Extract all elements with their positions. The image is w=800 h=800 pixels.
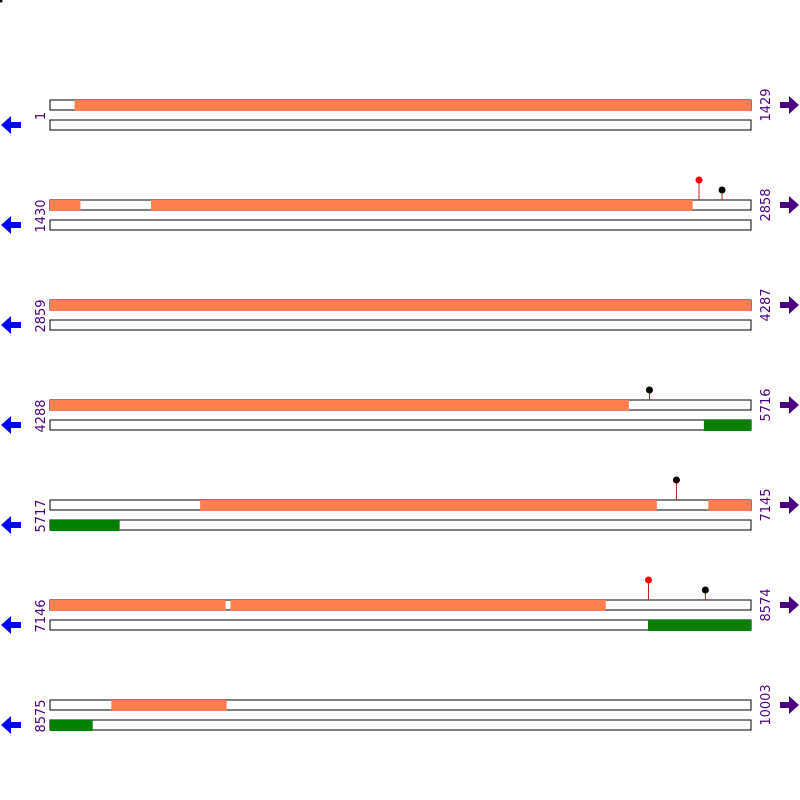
reverse-track (49, 719, 752, 731)
reverse-track (49, 519, 752, 531)
reverse-feature[interactable] (703, 420, 751, 431)
row-start-label: 1430 (34, 199, 49, 232)
row-start-label: 8575 (34, 699, 49, 732)
reverse-feature[interactable] (647, 620, 751, 631)
site-marker[interactable] (645, 386, 653, 394)
site-marker[interactable] (718, 186, 726, 194)
arrow-left-icon[interactable] (1, 716, 21, 734)
reverse-track (49, 119, 752, 131)
reverse-track (49, 419, 752, 431)
site-marker[interactable] (672, 476, 680, 484)
arrow-right-icon[interactable] (780, 196, 799, 214)
reverse-feature[interactable] (50, 520, 120, 531)
row-end-label: 5716 (759, 388, 774, 421)
forward-feature[interactable] (151, 200, 693, 211)
arrow-right-icon[interactable] (780, 396, 799, 414)
forward-feature[interactable] (230, 600, 606, 611)
arrow-left-icon[interactable] (1, 316, 21, 334)
sequence-row: 2859 4287 (1, 288, 799, 334)
reverse-feature[interactable] (50, 720, 93, 731)
row-end-label: 1429 (759, 88, 774, 121)
row-end-label: 4287 (759, 288, 774, 321)
forward-track (49, 699, 752, 711)
row-end-label: 7145 (759, 488, 774, 521)
corner-dot (0, 0, 3, 3)
reverse-track (49, 619, 752, 631)
forward-feature[interactable] (50, 200, 81, 211)
arrow-left-icon[interactable] (1, 216, 21, 234)
site-marker[interactable] (695, 176, 703, 184)
reverse-track (49, 319, 752, 331)
row-start-label: 4288 (34, 399, 49, 432)
sequence-row: 4288 5716 (1, 386, 799, 434)
arrow-left-icon[interactable] (1, 616, 21, 634)
forward-feature[interactable] (708, 500, 751, 511)
forward-feature[interactable] (50, 400, 629, 411)
forward-feature[interactable] (50, 300, 751, 311)
row-start-label: 5717 (34, 499, 49, 532)
arrow-right-icon[interactable] (780, 296, 799, 314)
site-marker[interactable] (644, 576, 652, 584)
row-start-label: 1 (34, 112, 49, 120)
sequence-row: 8575 10003 (1, 684, 799, 734)
forward-feature[interactable] (74, 100, 751, 111)
arrow-right-icon[interactable] (780, 596, 799, 614)
arrow-right-icon[interactable] (780, 696, 799, 714)
sequence-row: 7146 8574 (1, 576, 799, 634)
arrow-right-icon[interactable] (780, 96, 799, 114)
reverse-track (49, 219, 752, 231)
sequence-row: 5717 7145 (1, 476, 799, 534)
sequence-row: 1430 2858 (1, 176, 799, 234)
row-end-label: 8574 (759, 588, 774, 621)
site-marker[interactable] (701, 586, 709, 594)
arrow-left-icon[interactable] (1, 416, 21, 434)
arrow-left-icon[interactable] (1, 116, 21, 134)
arrow-right-icon[interactable] (780, 496, 799, 514)
forward-feature[interactable] (50, 600, 226, 611)
row-start-label: 2859 (34, 299, 49, 332)
forward-feature[interactable] (200, 500, 657, 511)
row-end-label: 2858 (759, 188, 774, 221)
forward-feature[interactable] (111, 700, 227, 711)
arrow-left-icon[interactable] (1, 516, 21, 534)
row-start-label: 7146 (34, 599, 49, 632)
row-end-label: 10003 (759, 684, 774, 725)
sequence-row: 1 1429 (1, 88, 799, 134)
